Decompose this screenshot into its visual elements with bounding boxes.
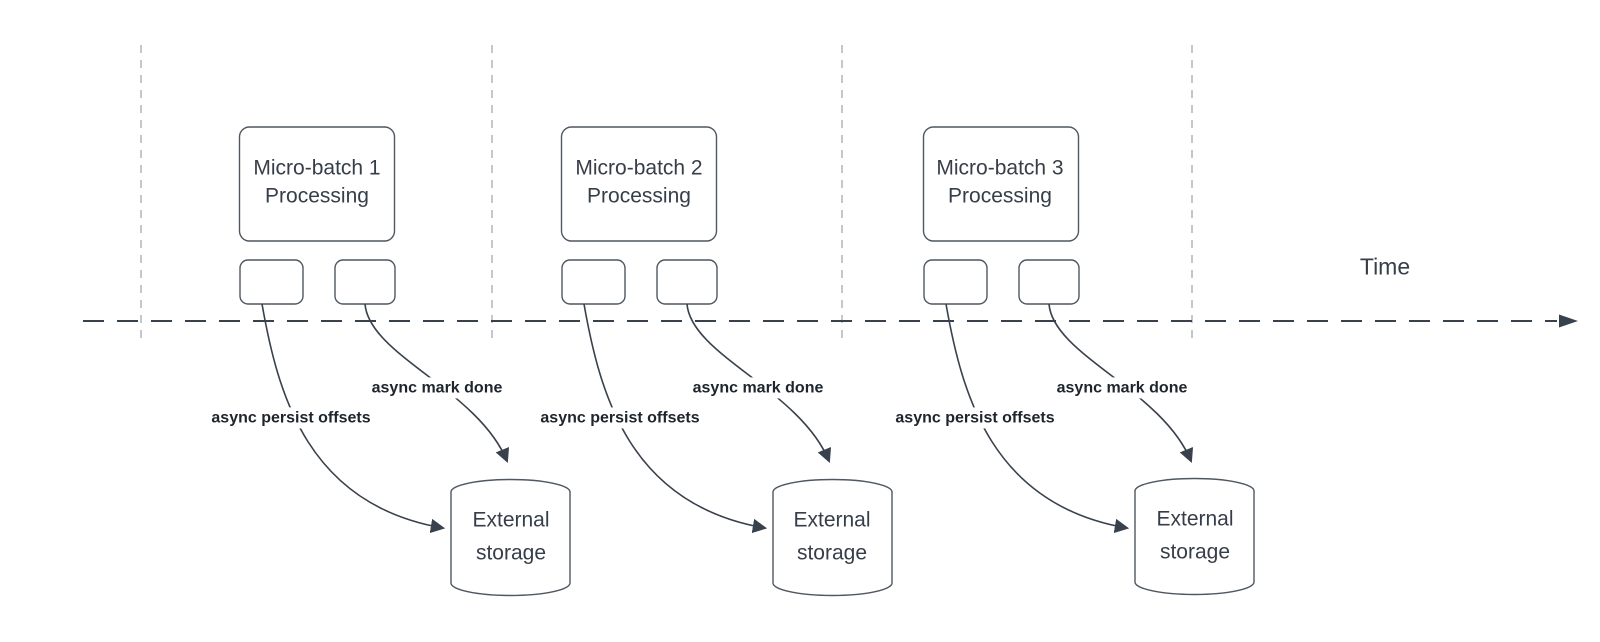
persist-offsets-arrow bbox=[945, 303, 1130, 534]
micro-batch-box bbox=[560, 126, 718, 242]
micro-batch-box bbox=[238, 126, 396, 242]
task-box-mark-done bbox=[1018, 259, 1080, 305]
external-storage-cylinder bbox=[450, 492, 571, 597]
micro-batch-group-2 bbox=[560, 126, 893, 597]
persist-offsets-label-2: async persist offsets bbox=[537, 407, 703, 429]
external-storage-cylinder bbox=[1134, 491, 1255, 596]
micro-batch-group-1 bbox=[238, 126, 571, 597]
task-box-persist bbox=[923, 259, 988, 305]
mark-done-label-1: async mark done bbox=[368, 377, 506, 399]
task-box-mark-done bbox=[656, 259, 718, 305]
external-storage-cylinder bbox=[772, 492, 893, 597]
mark-done-label-3: async mark done bbox=[1053, 377, 1191, 399]
persist-offsets-arrow bbox=[261, 303, 446, 534]
time-axis-label: Time bbox=[1359, 253, 1411, 280]
external-storage-label-2: External storage bbox=[793, 508, 871, 564]
mark-done-arrow bbox=[686, 303, 832, 463]
persist-offsets-arrow bbox=[583, 303, 768, 534]
time-axis-arrowhead bbox=[1559, 314, 1578, 328]
task-box-mark-done bbox=[334, 259, 396, 305]
micro-batch-2-label: Micro-batch 2 Processing bbox=[575, 156, 703, 208]
task-box-persist bbox=[239, 259, 304, 305]
task-box-persist bbox=[561, 259, 626, 305]
micro-batch-1-label: Micro-batch 1 Processing bbox=[253, 156, 381, 208]
micro-batch-box bbox=[922, 126, 1080, 242]
mark-done-arrow bbox=[364, 303, 510, 463]
external-storage-label-3: External storage bbox=[1156, 507, 1234, 563]
persist-offsets-label-1: async persist offsets bbox=[208, 407, 374, 429]
persist-offsets-label-3: async persist offsets bbox=[892, 407, 1058, 429]
mark-done-label-2: async mark done bbox=[689, 377, 827, 399]
micro-batch-3-label: Micro-batch 3 Processing bbox=[936, 156, 1064, 208]
micro-batch-group-3 bbox=[922, 126, 1255, 596]
external-storage-label-1: External storage bbox=[472, 508, 550, 564]
mark-done-arrow bbox=[1048, 303, 1194, 463]
